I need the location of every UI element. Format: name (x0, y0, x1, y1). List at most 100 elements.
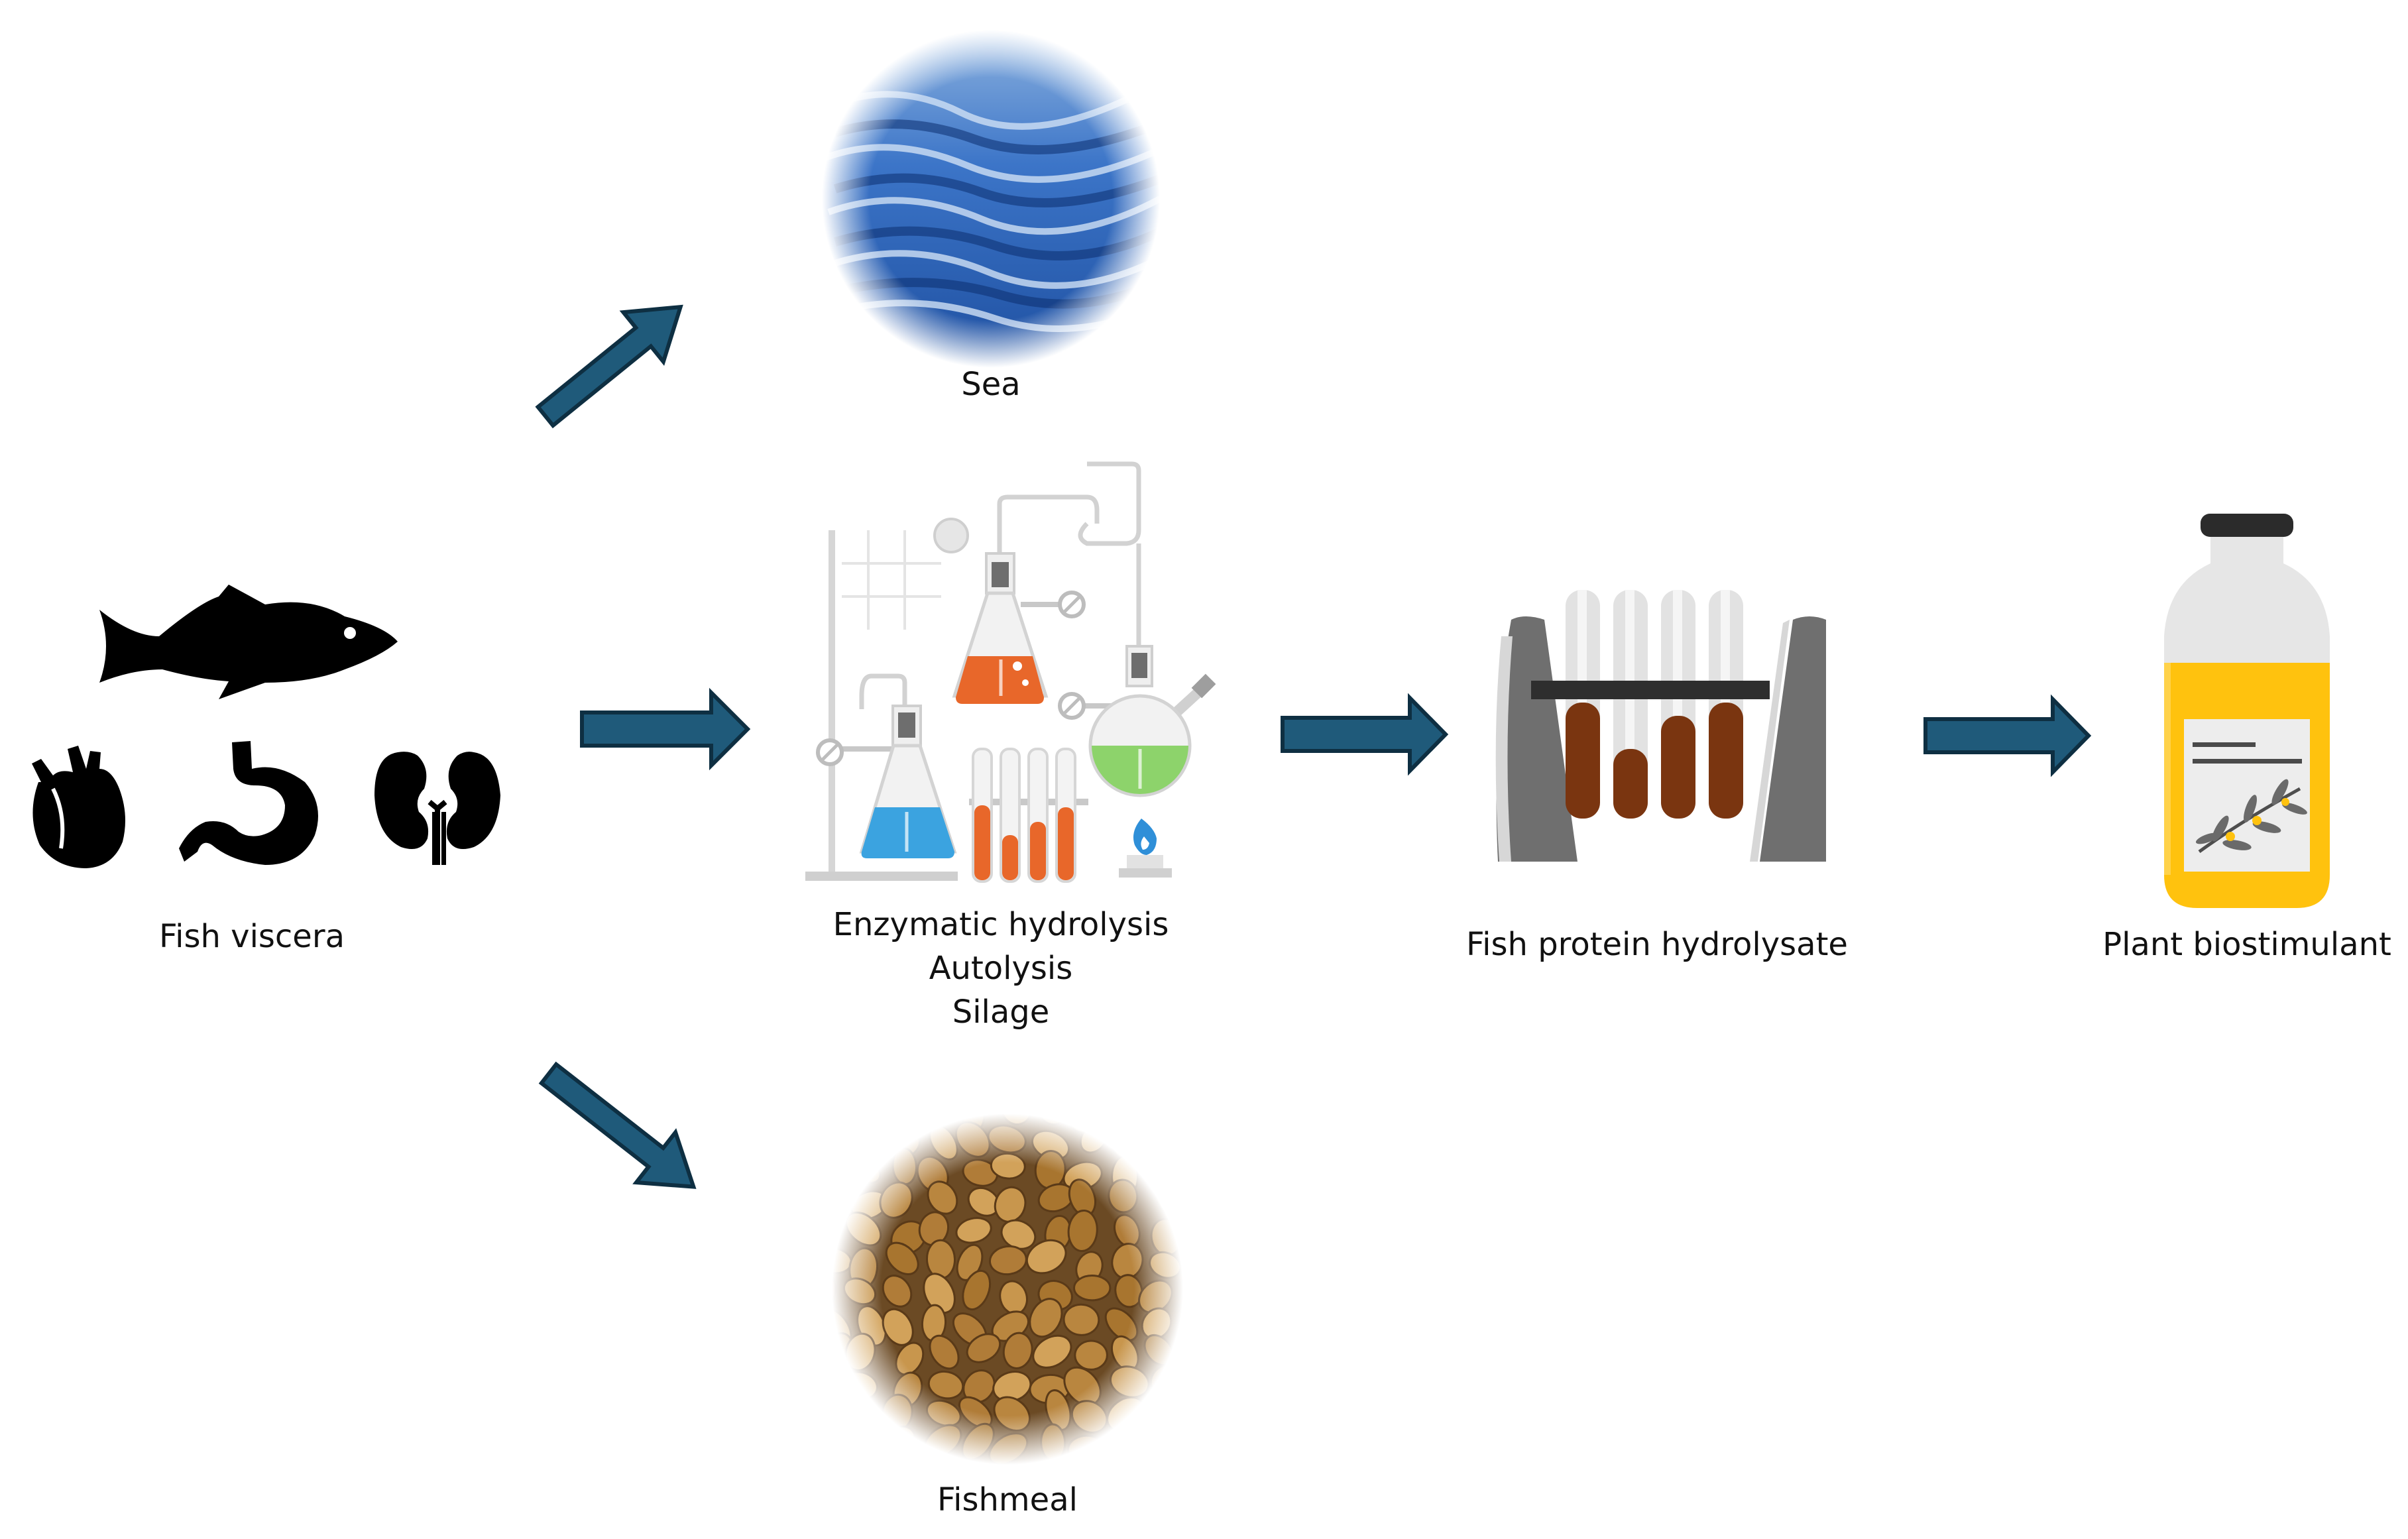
arrow-icon (538, 1061, 697, 1189)
laboratory-glassware-icon (805, 461, 1216, 883)
fishmeal-pellet (923, 1424, 962, 1459)
fishmeal-pellet (1045, 1389, 1072, 1431)
fishmeal-pellet (1137, 1118, 1176, 1152)
arrow-icon (580, 687, 751, 771)
fishmeal-pellet (1149, 1251, 1182, 1279)
blue-flask (859, 705, 957, 858)
fishmeal-pellet (1067, 1209, 1098, 1253)
fishmeal-pellet (807, 1271, 836, 1310)
fishmeal-pellet (841, 1371, 878, 1400)
label-process-silage: Silage (952, 994, 1050, 1031)
green-round-flask (1088, 645, 1216, 797)
fishmeal-pellet (962, 1159, 999, 1187)
fishmeal-pellet (844, 1332, 876, 1372)
fishmeal-pellet (811, 1398, 845, 1433)
kidney-icon (374, 752, 500, 865)
fishmeal-pellet (1114, 1274, 1143, 1308)
fishmeal-pellet (987, 1124, 1027, 1154)
heart-icon (32, 746, 125, 868)
fishmeal-pellet (895, 1341, 925, 1376)
label-plant-biostimulant: Plant biostimulant (2102, 926, 2391, 963)
fishmeal-pellet (955, 1217, 992, 1244)
arrow-to-fph (1281, 693, 1449, 776)
fishmeal-pellet (923, 1097, 958, 1123)
fishmeal-pellet (925, 1239, 956, 1280)
fishmeal-pellet (1138, 1279, 1173, 1314)
label-sea: Sea (961, 366, 1021, 403)
fishmeal-pellet (1000, 1090, 1033, 1125)
fishmeal-pellet (848, 1123, 881, 1157)
stomach-icon (179, 741, 318, 865)
fish-viscera-icons (32, 585, 500, 868)
fishmeal-pellet (1032, 1334, 1072, 1369)
olive-branch-icon (2195, 779, 2307, 854)
fishmeal-pellet (923, 1273, 956, 1314)
fishmeal-pellet (1040, 1423, 1066, 1462)
biostimulant-bottle-icon (2164, 514, 2330, 908)
fishmeal-pellet (882, 1275, 913, 1308)
fishmeal-pellet (1029, 1298, 1063, 1338)
fishmeal-pellet (929, 1334, 960, 1370)
fishmeal-pellet (966, 1333, 1002, 1363)
label-process-autolysis: Autolysis (929, 950, 1073, 987)
fishmeal-pellet (994, 1186, 1027, 1223)
fishmeal-pellet (961, 1422, 995, 1461)
arrow-to-fishmeal (538, 1061, 697, 1189)
fishmeal-pellet (1062, 1303, 1100, 1336)
label-process-enzymatic-hydrolysis: Enzymatic hydrolysis (832, 906, 1169, 943)
arrow-to-biostimulant (1923, 694, 2092, 777)
fishmeal-pellet (918, 1211, 950, 1247)
fishmeal-pellet (990, 1152, 1026, 1180)
fishmeal-pellet (1140, 1427, 1184, 1459)
fishmeal-pellet (842, 1277, 877, 1306)
label-fish-viscera: Fish viscera (159, 918, 345, 955)
fishmeal-pellet (1154, 1178, 1182, 1216)
fishmeal-pellet (849, 1424, 885, 1463)
label-fishmeal: Fishmeal (937, 1481, 1078, 1518)
fishmeal-pellet (1150, 1363, 1184, 1396)
fishmeal-pellet (1066, 1434, 1109, 1467)
fishmeal-pellet (1143, 1334, 1175, 1367)
fishmeal-pellet (879, 1425, 916, 1461)
label-fish-protein-hydrolysate: Fish protein hydrolysate (1466, 926, 1848, 963)
fish-icon (99, 585, 398, 699)
arrow-icon (1923, 694, 2092, 777)
fishmeal-pellet (1036, 1090, 1068, 1125)
fishmeal-pellet (1070, 1400, 1108, 1434)
fishmeal-pellet (1073, 1275, 1112, 1302)
fishmeal-pellet (813, 1435, 849, 1466)
fishmeal-pellet (1147, 1089, 1177, 1122)
fishmeal-pellet (1104, 1307, 1139, 1341)
arrow-to-process (580, 687, 751, 771)
fishmeal-pellet (1106, 1396, 1145, 1432)
fishmeal-pellet (1025, 1239, 1067, 1275)
sea-water-image (815, 27, 1167, 371)
fishmeal-pellet (954, 1121, 991, 1158)
fishmeal-pellet (1107, 1093, 1147, 1125)
fishmeal-pellet (1110, 1365, 1150, 1398)
fishmeal-pellet (925, 1399, 962, 1427)
fishmeal-pellet (885, 1241, 919, 1275)
test-tube-rack-icon (1495, 590, 1826, 862)
orange-flask (952, 552, 1049, 704)
arrow-to-sea (535, 304, 683, 429)
fishmeal-pellet (879, 1181, 913, 1219)
fishmeal-pellet (962, 1269, 992, 1311)
fishmeal-pellet (988, 1432, 1029, 1465)
fishmeal-pellet (929, 1124, 958, 1161)
fishmeal-pellets-image (805, 1087, 1186, 1467)
fishmeal-pellet (842, 1153, 882, 1184)
arrow-icon (535, 304, 683, 429)
fishmeal-pellet (844, 1211, 882, 1247)
arrow-icon (1281, 693, 1449, 776)
fishmeal-pellet (1108, 1178, 1139, 1214)
fishmeal-pellet (1074, 1340, 1108, 1371)
fishmeal-pellet (1141, 1307, 1173, 1340)
fishmeal-pellet (1002, 1332, 1033, 1369)
fishmeal-pellet (1063, 1366, 1102, 1406)
fishmeal-pellet (927, 1180, 958, 1215)
burner-icon (1119, 819, 1172, 878)
fishmeal-pellet (889, 1087, 921, 1123)
fishmeal-pellet (993, 1396, 1031, 1432)
